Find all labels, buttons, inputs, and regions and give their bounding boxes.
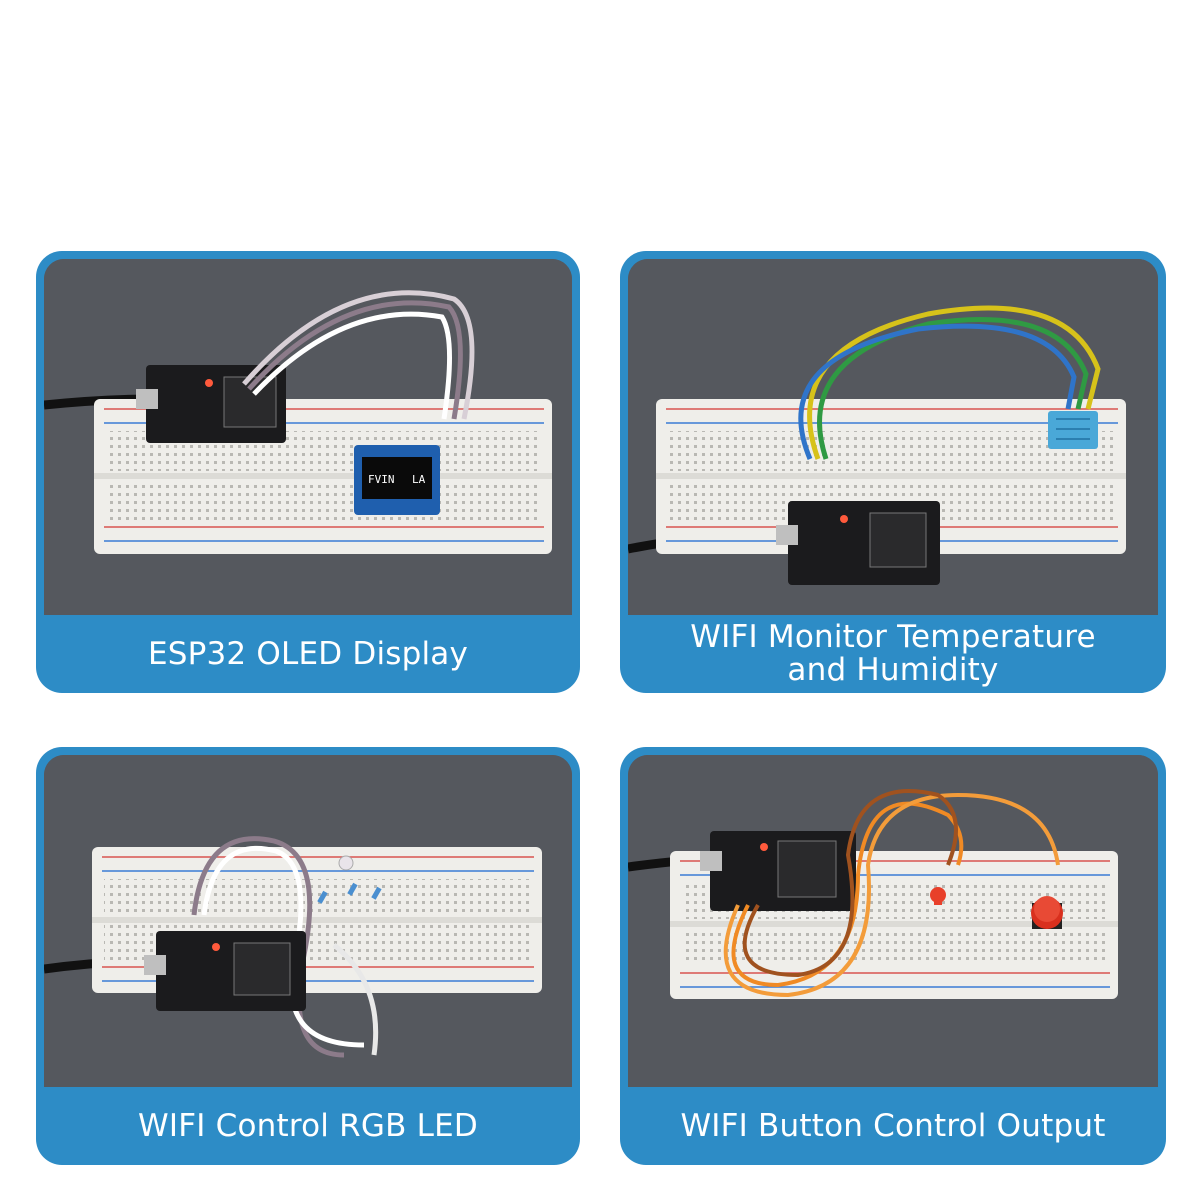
oled-text-right: LA (412, 473, 426, 486)
caption-text: WIFI Monitor Temperature and Humidity (690, 621, 1095, 687)
breadboard (94, 399, 552, 554)
project-card-button-output: WIFI Button Control Output (620, 747, 1166, 1165)
push-button (1031, 896, 1063, 929)
esp32-board (144, 931, 306, 1011)
esp32-board (700, 831, 856, 911)
breadboard-dht-illustration (628, 259, 1158, 615)
caption-line-2: and Humidity (787, 652, 999, 688)
project-caption: ESP32 OLED Display (36, 615, 580, 693)
project-photo-button (628, 755, 1158, 1087)
project-card-oled-display: FVIN LA ESP32 OLED Display (36, 251, 580, 693)
oled-module: FVIN LA (354, 445, 440, 515)
project-card-rgb-led: WIFI Control RGB LED (36, 747, 580, 1165)
caption-text: WIFI Control RGB LED (138, 1107, 478, 1144)
dht-sensor (1048, 411, 1098, 449)
breadboard-button-illustration (628, 755, 1158, 1087)
project-card-temperature-humidity: WIFI Monitor Temperature and Humidity (620, 251, 1166, 693)
esp32-board (776, 501, 940, 585)
caption-text: WIFI Button Control Output (680, 1107, 1106, 1144)
breadboard (656, 399, 1126, 554)
red-led (930, 887, 946, 905)
project-caption: WIFI Monitor Temperature and Humidity (620, 615, 1166, 693)
oled-text-left: FVIN (368, 473, 395, 486)
breadboard-rgb-led-illustration (44, 755, 572, 1087)
breadboard-oled-illustration: FVIN LA (44, 259, 572, 615)
project-photo-dht (628, 259, 1158, 615)
project-photo-rgb-led (44, 755, 572, 1087)
caption-line-1: WIFI Monitor Temperature (690, 619, 1096, 655)
project-photo-oled: FVIN LA (44, 259, 572, 615)
project-caption: WIFI Control RGB LED (36, 1087, 580, 1165)
rgb-led-and-resistors (317, 855, 382, 904)
project-caption: WIFI Button Control Output (620, 1087, 1166, 1165)
caption-text: ESP32 OLED Display (147, 635, 469, 672)
